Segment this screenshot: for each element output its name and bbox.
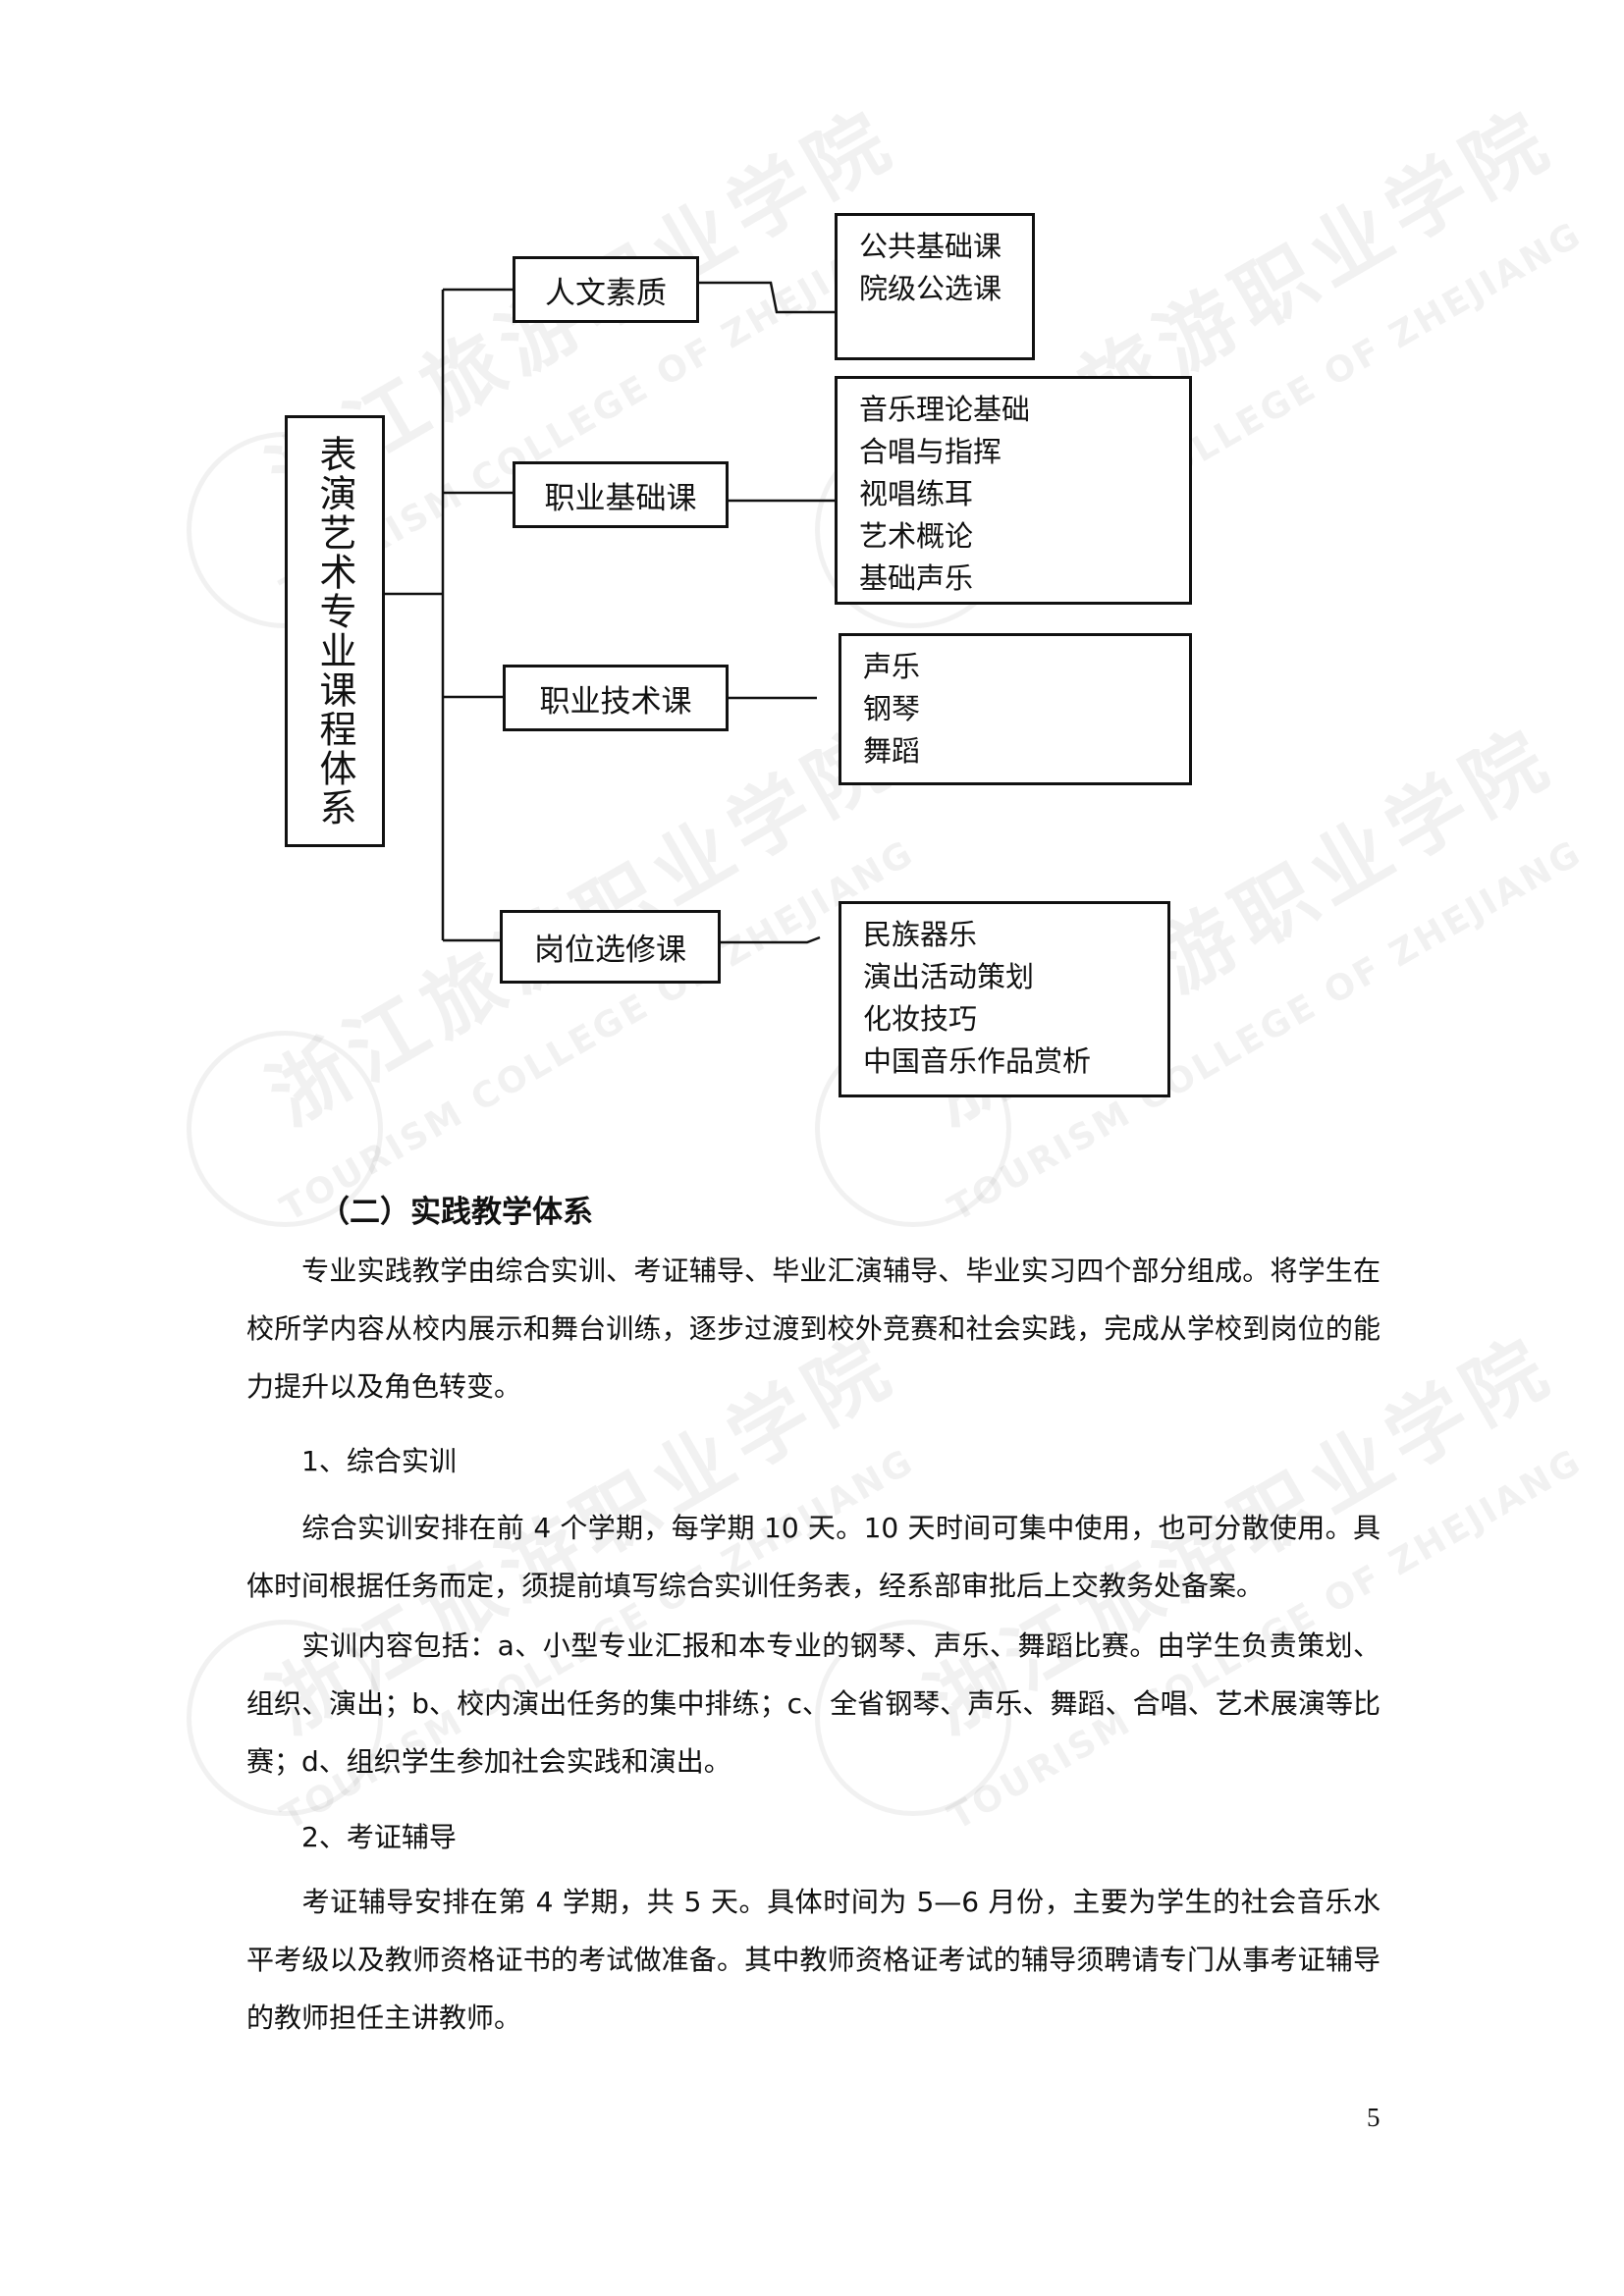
paragraph-certification: 考证辅导安排在第 4 学期，共 5 天。具体时间为 5—6 月份，主要为学生的社… [246,1873,1380,2047]
leaf-item: 音乐理论基础 [859,393,1031,426]
leaf-item: 舞蹈 [863,734,921,768]
root-node-label: 表演艺术专业课程体系 [313,435,356,828]
leaf-list-elective: 民族器乐 演出活动策划 化妆技巧 中国音乐作品赏析 [839,901,1170,1097]
branch-node-elective: 岗位选修课 [500,910,721,984]
page-number: 5 [1367,2103,1380,2132]
paragraph-intro: 专业实践教学由综合实训、考证辅导、毕业汇演辅导、毕业实习四个部分组成。将学生在校… [246,1242,1380,1415]
leaf-item: 合唱与指挥 [859,435,1002,468]
branch-node-vocational-basic: 职业基础课 [513,461,729,528]
watermark-seal [815,1620,1011,1816]
branch-node-label: 职业基础课 [544,480,697,516]
paragraph-text: 专业实践教学由综合实训、考证辅导、毕业汇演辅导、毕业实习四个部分组成。将学生在校… [246,1255,1380,1403]
branch-node-label: 岗位选修课 [534,933,686,968]
leaf-list-vocational-basic: 音乐理论基础 合唱与指挥 视唱练耳 艺术概论 基础声乐 [835,376,1192,605]
leaf-item: 艺术概论 [859,519,974,553]
subheading-training: 1、综合实训 [301,1445,457,1477]
leaf-item: 视唱练耳 [859,477,974,510]
leaf-item: 中国音乐作品赏析 [863,1044,1092,1078]
diagram-connectors [385,281,837,944]
branch-node-humanities: 人文素质 [513,256,699,323]
paragraph-training-content: 实训内容包括：a、小型专业汇报和本专业的钢琴、声乐、舞蹈比赛。由学生负责策划、组… [246,1617,1380,1790]
leaf-item: 公共基础课 [859,230,1002,263]
subheading-certification: 2、考证辅导 [301,1821,457,1853]
leaf-item: 基础声乐 [859,561,974,595]
leaf-item: 院级公选课 [859,272,1002,305]
paragraph-text: 考证辅导安排在第 4 学期，共 5 天。具体时间为 5—6 月份，主要为学生的社… [246,1886,1380,2034]
paragraph-text: 实训内容包括：a、小型专业汇报和本专业的钢琴、声乐、舞蹈比赛。由学生负责策划、组… [246,1629,1380,1778]
leaf-item: 钢琴 [863,692,921,725]
watermark-seal [187,1620,383,1816]
root-node: 表演艺术专业课程体系 [285,415,385,847]
leaf-list-humanities: 公共基础课 院级公选课 [835,213,1035,360]
paragraph-text: 综合实训安排在前 4 个学期，每学期 10 天。10 天时间可集中使用，也可分散… [246,1512,1380,1602]
leaf-item: 化妆技巧 [863,1002,978,1036]
paragraph-training-schedule: 综合实训安排在前 4 个学期，每学期 10 天。10 天时间可集中使用，也可分散… [246,1499,1380,1615]
leaf-item: 演出活动策划 [863,960,1035,993]
branch-node-vocational-technical: 职业技术课 [503,665,729,731]
leaf-item: 声乐 [863,650,921,683]
branch-node-label: 人文素质 [545,275,667,311]
section-heading: （二）实践教学体系 [319,1195,593,1230]
leaf-list-vocational-technical: 声乐 钢琴 舞蹈 [839,633,1192,785]
branch-node-label: 职业技术课 [539,683,692,720]
leaf-item: 民族器乐 [863,918,978,951]
watermark-seal [187,1031,383,1227]
